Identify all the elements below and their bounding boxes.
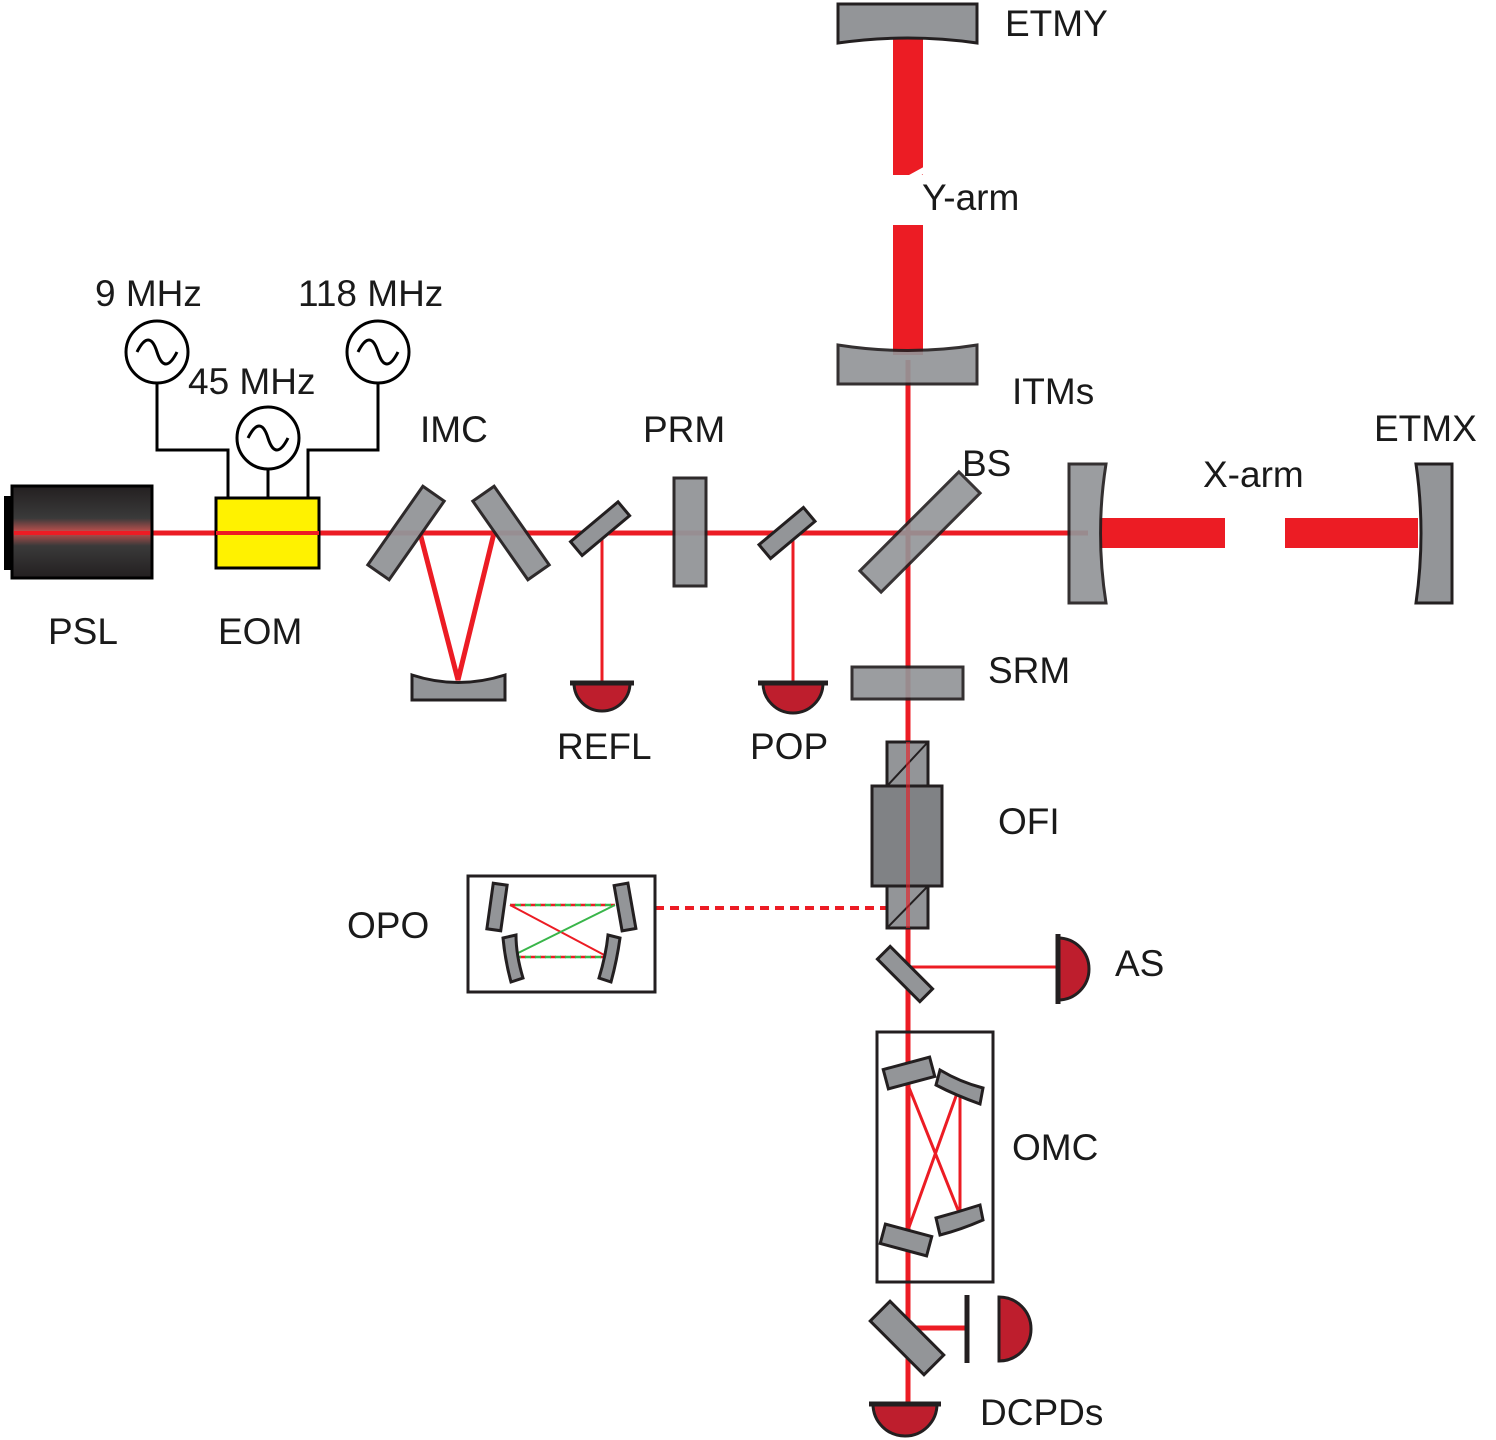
oscillator-118mhz-icon <box>345 319 411 385</box>
imc-mirror-1 <box>365 484 447 582</box>
rf-wiring <box>155 383 380 498</box>
etmy-mirror <box>836 2 979 45</box>
imc-mirror-2 <box>470 484 552 582</box>
refl-photodiode-icon <box>570 680 634 713</box>
label-as: AS <box>1115 943 1164 984</box>
label-ofi: OFI <box>998 801 1060 842</box>
oscillator-45mhz-icon <box>235 405 301 471</box>
omc-cavity <box>875 1030 995 1284</box>
label-refl: REFL <box>557 726 652 767</box>
imc-curved-mirror <box>410 672 507 702</box>
label-9mhz: 9 MHz <box>95 273 202 314</box>
pop-photodiode-icon <box>758 680 828 715</box>
label-omc: OMC <box>1012 1127 1098 1168</box>
label-dcpds: DCPDs <box>980 1392 1103 1433</box>
itmx-mirror <box>1067 462 1108 605</box>
pop-pickoff-mirror <box>756 505 818 561</box>
srm-mirror <box>850 665 965 701</box>
y-arm-break-1 <box>886 165 930 193</box>
dcpd-photodiode-bottom-icon <box>869 1401 941 1438</box>
label-opo: OPO <box>347 905 429 946</box>
imc-beam <box>417 532 497 681</box>
label-psl: PSL <box>48 611 118 652</box>
label-prm: PRM <box>643 409 725 450</box>
label-pop: POP <box>750 726 828 767</box>
psl-laser <box>4 484 154 580</box>
y-arm-break-2 <box>886 187 930 215</box>
label-eom: EOM <box>218 611 302 652</box>
dcpd-beam-splitter <box>868 1299 946 1377</box>
beam-splitter <box>857 469 983 595</box>
x-arm-break-1 <box>1232 512 1255 554</box>
dcpd-photodiode-side-icon <box>964 1295 1033 1363</box>
label-imc: IMC <box>420 409 488 450</box>
labels: ETMY Y-arm ITMs ETMX X-arm BS PRM IMC PS… <box>48 3 1477 1433</box>
label-bs: BS <box>962 443 1011 484</box>
as-photodiode-icon <box>1055 934 1091 1004</box>
label-etmy: ETMY <box>1005 3 1108 44</box>
label-y-arm: Y-arm <box>922 177 1019 218</box>
opo-cavity <box>466 874 657 994</box>
label-45mhz: 45 MHz <box>188 361 315 402</box>
itmy-mirror <box>836 343 979 386</box>
x-arm-break-2 <box>1257 512 1280 554</box>
refl-pickoff-mirror <box>568 499 632 558</box>
as-pickoff-mirror <box>875 944 935 1004</box>
oscillator-9mhz-icon <box>124 319 190 385</box>
ofi-isolator <box>870 740 944 930</box>
label-x-arm: X-arm <box>1203 454 1304 495</box>
label-etmx: ETMX <box>1374 408 1477 449</box>
prm-mirror <box>672 476 708 588</box>
label-itms: ITMs <box>1012 371 1094 412</box>
omc-beam <box>906 1084 962 1231</box>
etmx-mirror <box>1414 462 1454 605</box>
label-118mhz: 118 MHz <box>298 273 443 314</box>
label-srm: SRM <box>988 650 1070 691</box>
